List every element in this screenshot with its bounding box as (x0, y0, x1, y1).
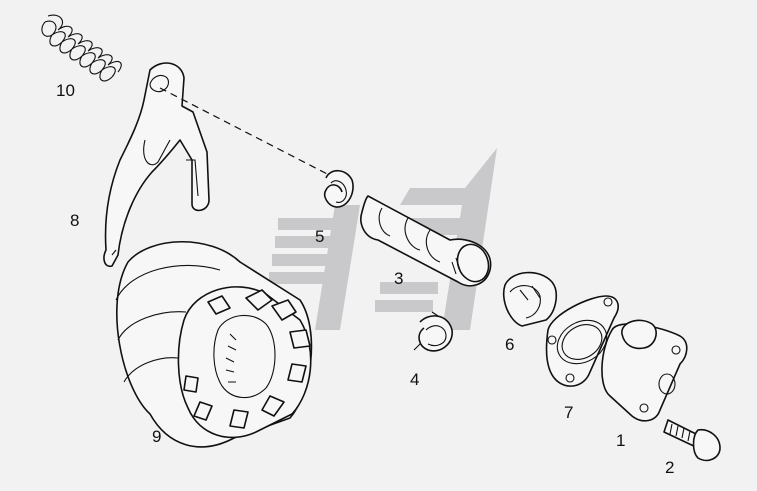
part-spring (41, 14, 122, 82)
callout-6: 6 (505, 335, 514, 354)
callout-1: 1 (616, 431, 625, 450)
part-shift-fork (103, 62, 210, 268)
part-bushing (503, 271, 558, 327)
part-shaft (360, 195, 492, 287)
part-circlip-4 (413, 311, 453, 352)
assembly-line (159, 87, 336, 179)
part-gasket (545, 295, 619, 387)
callout-10: 10 (56, 81, 75, 100)
part-circlip-5 (323, 169, 354, 208)
callouts: 1 2 3 4 5 6 7 8 9 10 (56, 81, 674, 477)
part-bolt (663, 419, 721, 462)
callout-8: 8 (70, 211, 79, 230)
callout-9: 9 (152, 427, 161, 446)
callout-2: 2 (665, 458, 674, 477)
callout-3: 3 (394, 269, 403, 288)
callout-4: 4 (410, 370, 419, 389)
callout-7: 7 (564, 403, 573, 422)
callout-5: 5 (315, 227, 324, 246)
part-cover (601, 319, 688, 422)
part-sleeve (115, 240, 313, 448)
